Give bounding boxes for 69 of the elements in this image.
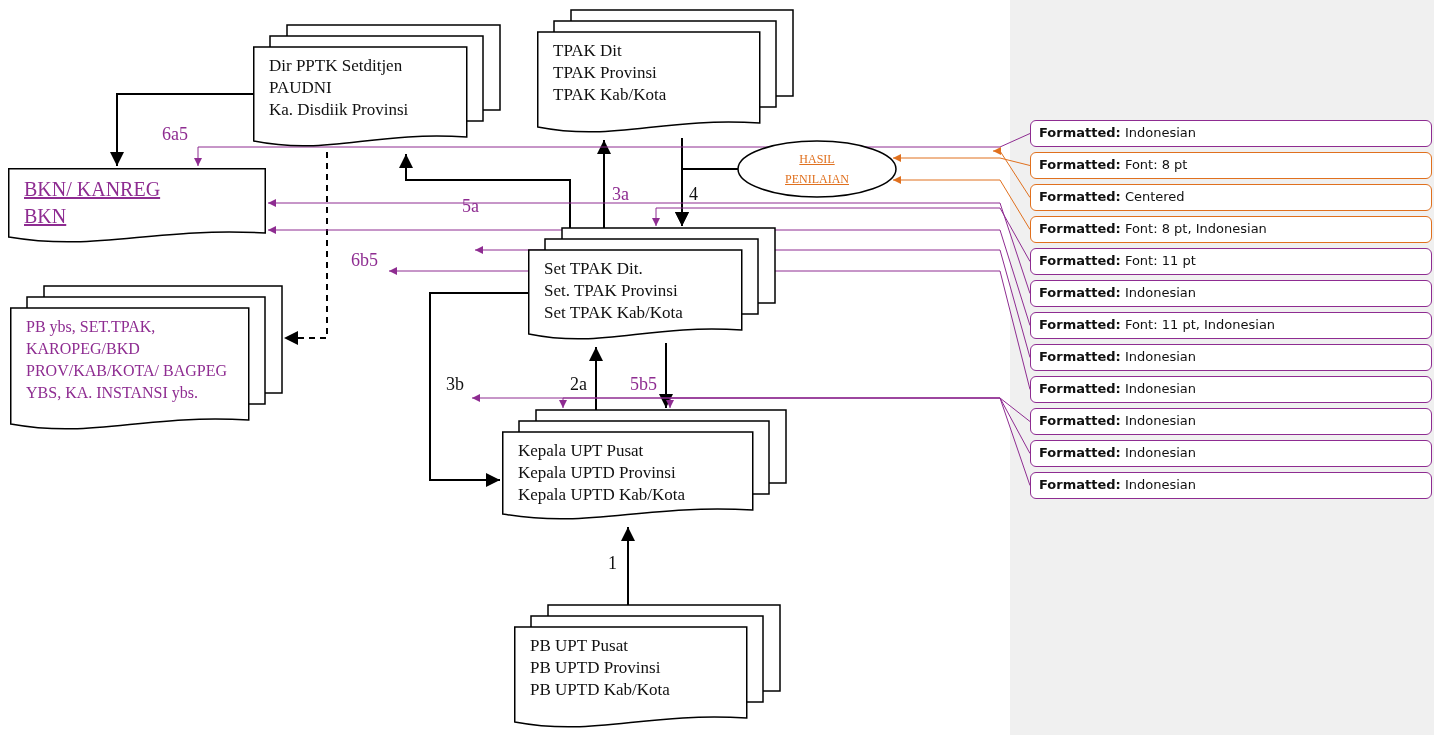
- leader-line: [267, 199, 1031, 294]
- arrow: [283, 151, 328, 345]
- comment-text: Formatted: Font: 11 pt, Indonesian: [1039, 317, 1276, 332]
- comment-balloon: [1030, 344, 1432, 371]
- comment-balloon: [1030, 120, 1432, 147]
- arrow: [429, 292, 529, 487]
- comment-balloon: [1030, 440, 1432, 467]
- comment-text: Formatted: Font: 8 pt: [1039, 157, 1188, 172]
- node-text: Ka. Disdiik Provinsi: [269, 99, 409, 121]
- comment-balloon: [1030, 312, 1432, 339]
- leader-line: [992, 147, 1031, 198]
- node-text: PB UPT Pusat: [530, 635, 628, 657]
- edge-label: 2a: [570, 374, 587, 394]
- edge-label: 5b5: [630, 374, 657, 394]
- node-text: Set TPAK Dit.: [544, 258, 643, 280]
- edge-label: 5a: [462, 196, 479, 216]
- edge-label: 3b: [446, 374, 464, 394]
- arrow: [621, 526, 635, 606]
- leader-line: [892, 176, 1031, 230]
- arrow: [589, 346, 603, 411]
- leader-line: [892, 154, 1031, 166]
- node-text: BKN/ KANREG BKN: [24, 177, 162, 229]
- arrow: [399, 153, 571, 229]
- arrow: [110, 93, 254, 167]
- comment-text: Formatted: Indonesian: [1039, 285, 1196, 300]
- comment-text: Formatted: Font: 11 pt: [1039, 253, 1196, 268]
- node-text: Dir PPTK Setditjen: [269, 55, 403, 77]
- node-text: Set. TPAK Provinsi: [544, 280, 678, 302]
- node-text: Kepala UPTD Provinsi: [518, 462, 676, 484]
- node-text: TPAK Provinsi: [553, 62, 657, 84]
- leader-line: [666, 397, 1031, 486]
- comment-text: Formatted: Font: 8 pt, Indonesian: [1039, 221, 1267, 236]
- leader-line: [652, 207, 1031, 262]
- edge-label: 4: [689, 184, 698, 204]
- comment-text: Formatted: Indonesian: [1039, 413, 1196, 428]
- comment-balloon: [1030, 152, 1432, 179]
- comment-text: Formatted: Indonesian: [1039, 445, 1196, 460]
- node-text: PB UPTD Provinsi: [530, 657, 661, 679]
- comment-text: Formatted: Indonesian: [1039, 381, 1196, 396]
- comment-balloon: [1030, 408, 1432, 435]
- node-text: HASIL PENILAIAN: [784, 151, 850, 188]
- comment-balloon: [1030, 376, 1432, 403]
- node-text: Kepala UPTD Kab/Kota: [518, 484, 686, 506]
- edge-label: 3a: [612, 184, 629, 204]
- arrow: [675, 168, 739, 227]
- comment-balloon: [1030, 280, 1432, 307]
- comment-balloon: [1030, 184, 1432, 211]
- comment-balloon: [1030, 248, 1432, 275]
- node-text: TPAK Kab/Kota: [553, 84, 667, 106]
- arrow: [659, 342, 673, 409]
- comment-text: Formatted: Centered: [1039, 189, 1185, 204]
- edge-label: 6a5: [162, 124, 188, 144]
- arrow: [597, 139, 611, 229]
- comment-text: Formatted: Indonesian: [1039, 125, 1196, 140]
- node-text: PB ybs, SET.TPAK, KAROPEG/BKD PROV/KAB/KOTA/ BAGPEG YBS, KA. INSTANSI ybs.: [26, 317, 228, 404]
- node-text: TPAK Dit: [553, 40, 622, 62]
- node-text: Set TPAK Kab/Kota: [544, 302, 683, 324]
- result-ellipse: [737, 140, 897, 198]
- comment-balloon: [1030, 472, 1432, 499]
- comment-text: Formatted: Indonesian: [1039, 349, 1196, 364]
- comment-balloon: [1030, 216, 1432, 243]
- edge-label: 6b5: [351, 250, 378, 270]
- node-text: Kepala UPT Pusat: [518, 440, 644, 462]
- leader-line: [559, 397, 1031, 454]
- comment-text: Formatted: Indonesian: [1039, 477, 1196, 492]
- leader-line: [471, 394, 1031, 422]
- node-text: PAUDNI: [269, 77, 332, 99]
- edge-label: 1: [608, 553, 617, 573]
- node-text: PB UPTD Kab/Kota: [530, 679, 670, 701]
